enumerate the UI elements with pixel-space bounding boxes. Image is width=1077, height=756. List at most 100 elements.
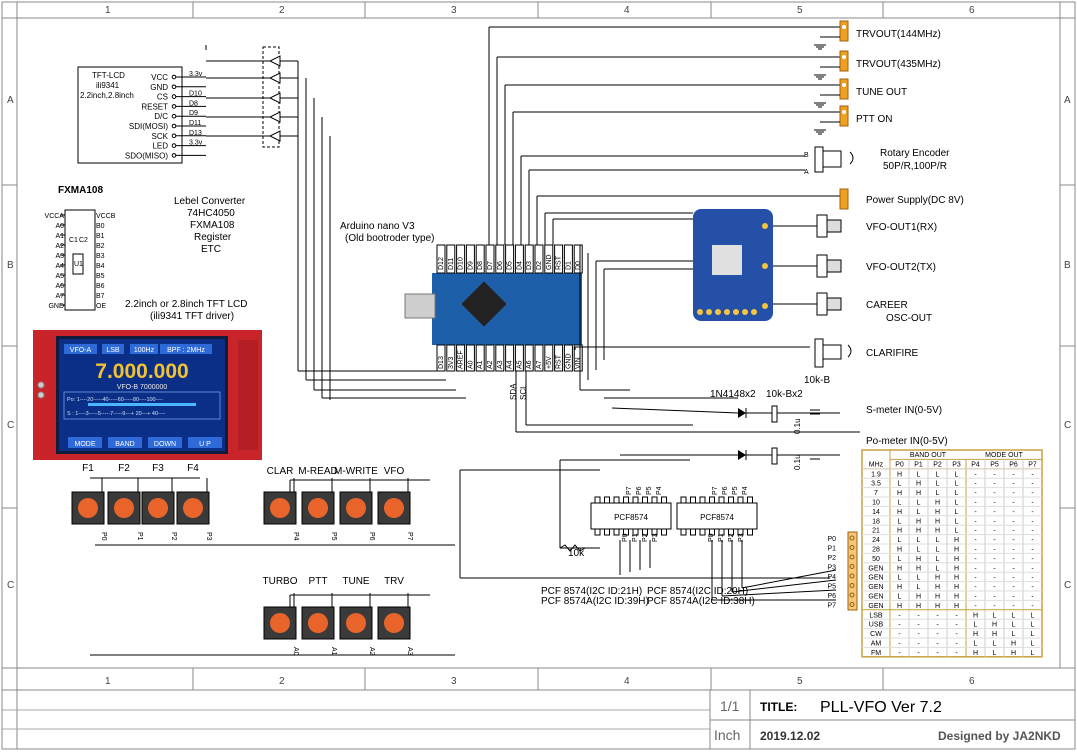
col-num-bottom: 2: [279, 676, 285, 687]
table-cell: H: [897, 471, 902, 478]
table-cell: H: [1011, 641, 1016, 648]
t-button-net: A1: [330, 647, 337, 656]
tft-net-label: D13: [189, 130, 202, 137]
arduino-bottom-pin-label: A1: [477, 360, 484, 369]
pcf-2-pin-bottom: [728, 528, 734, 536]
level-converter-line: FXMA108: [190, 220, 235, 231]
f-button-cap: [148, 498, 168, 518]
fxma-right-pin: B1: [96, 233, 105, 240]
tft-pin: [171, 113, 177, 119]
table-cell: -: [1031, 603, 1034, 610]
port-label: P2: [827, 555, 836, 562]
level-converter-note: Lebel Converter74HC4050FXMA108RegisterET…: [174, 196, 246, 255]
rf-output-label: VFO-OUT2(TX): [866, 262, 936, 273]
arduino-bottom-pin: [436, 344, 446, 372]
arduino-bottom-pin: [456, 344, 466, 372]
pcf-2-id2: PCF 8574A(I2C ID:38H): [647, 596, 755, 607]
table-header: P4: [971, 461, 980, 468]
po-meter-label: Po-meter IN(0-5V): [866, 436, 948, 447]
pot-label: 10k-Bx2: [766, 389, 803, 400]
table-cell: CW: [870, 631, 882, 638]
tft-net-label: D8: [189, 100, 198, 107]
arduino-bottom-pin-label: A5: [516, 360, 523, 369]
si-pad: [724, 309, 730, 315]
table-cell: -: [1012, 547, 1015, 554]
table-cell: -: [955, 612, 958, 619]
pcf-1-port-bottom: P0: [622, 533, 629, 542]
arduino-bottom-pin: [514, 344, 524, 372]
t-button-net: A0: [292, 647, 299, 656]
table-cell: H: [973, 631, 978, 638]
table-cell: L: [1031, 631, 1035, 638]
pcf-2-pin-bottom: [699, 528, 706, 536]
fxma-right-pin: B0: [96, 223, 105, 230]
row-num-left: B: [7, 260, 14, 271]
m-button-net: P4: [292, 532, 299, 541]
table-cell: L: [993, 650, 997, 657]
arduino-label-2: (Old bootroder type): [345, 233, 435, 244]
m-button-label: VFO: [384, 466, 405, 477]
tft-net-label: 3.3v: [189, 140, 203, 147]
output-label: TRVOUT(435MHz): [856, 59, 941, 70]
si5351-board: [693, 209, 773, 321]
table-cell: -: [917, 631, 920, 638]
f-button-label: F4: [187, 463, 199, 474]
clarifire-pot-value: 10k-B: [804, 375, 830, 386]
pcf-1-pin-top: [632, 496, 639, 504]
arduino-top-pin: [544, 244, 554, 274]
table-cell: L: [955, 509, 959, 516]
table-cell: H: [916, 490, 921, 497]
table-cell: L: [993, 612, 997, 619]
pcf-1-port-top: P5: [646, 486, 653, 495]
t-button-label: PTT: [309, 576, 328, 587]
tft-pin-label: LED: [152, 142, 168, 151]
table-cell: -: [1031, 518, 1034, 525]
table-cell: H: [916, 594, 921, 601]
tft-net-label: D10: [189, 91, 202, 98]
pcf-2-port-top: P6: [722, 486, 729, 495]
lcd-top-label: VFO-A: [70, 347, 92, 354]
table-cell: -: [974, 547, 977, 554]
lcd-label-2: (ili9341 TFT driver): [150, 311, 234, 322]
port-label: P7: [827, 603, 836, 610]
table-cell: L: [917, 575, 921, 582]
port-connector-body: [847, 531, 858, 611]
table-cell: GEN: [868, 594, 883, 601]
table-cell: -: [898, 622, 901, 629]
table-cell: -: [955, 631, 958, 638]
arduino-top-pin-label: D6: [497, 261, 504, 270]
enc-b: B: [804, 152, 809, 159]
table-cell: -: [993, 547, 996, 554]
pcf-1-pin-bottom: [632, 528, 639, 536]
tft-pin: [171, 74, 177, 80]
pcf-1-pin-top: [594, 496, 601, 504]
table-cell: L: [1031, 612, 1035, 619]
table-cell: -: [1012, 481, 1015, 488]
table-cell: L: [936, 490, 940, 497]
rf-output-label: OSC-OUT: [886, 313, 932, 324]
table-group-header: MODE OUT: [985, 452, 1023, 459]
table-cell: 10: [872, 500, 880, 507]
arduino-top-pin: [475, 244, 485, 274]
table-cell: -: [993, 500, 996, 507]
table-cell: 21: [872, 528, 880, 535]
fxma-left-pin: A6: [55, 283, 64, 290]
lcd-top-label: BPF : 2MHz: [167, 347, 205, 354]
lcd-label-1: 2.2inch or 2.8inch TFT LCD: [125, 299, 247, 310]
table-cell: -: [1031, 500, 1034, 507]
arduino-bottom-pin: [573, 344, 583, 372]
arduino-bottom-pin: [563, 344, 573, 372]
arduino-top-pin-label: D10: [458, 257, 465, 270]
arduino-top-pin: [505, 244, 515, 274]
output-label: TUNE OUT: [856, 87, 907, 98]
arduino-top-pin-label: D9: [467, 261, 474, 270]
m-button-net: P7: [406, 532, 413, 541]
s-meter-label: S-meter IN(0-5V): [866, 405, 942, 416]
tft-pin-label: SDO(MISO): [125, 151, 168, 160]
table-cell: -: [1012, 490, 1015, 497]
table-cell: H: [897, 584, 902, 591]
table-cell: -: [1031, 471, 1034, 478]
table-cell: L: [936, 537, 940, 544]
row-num-left: A: [7, 95, 14, 106]
